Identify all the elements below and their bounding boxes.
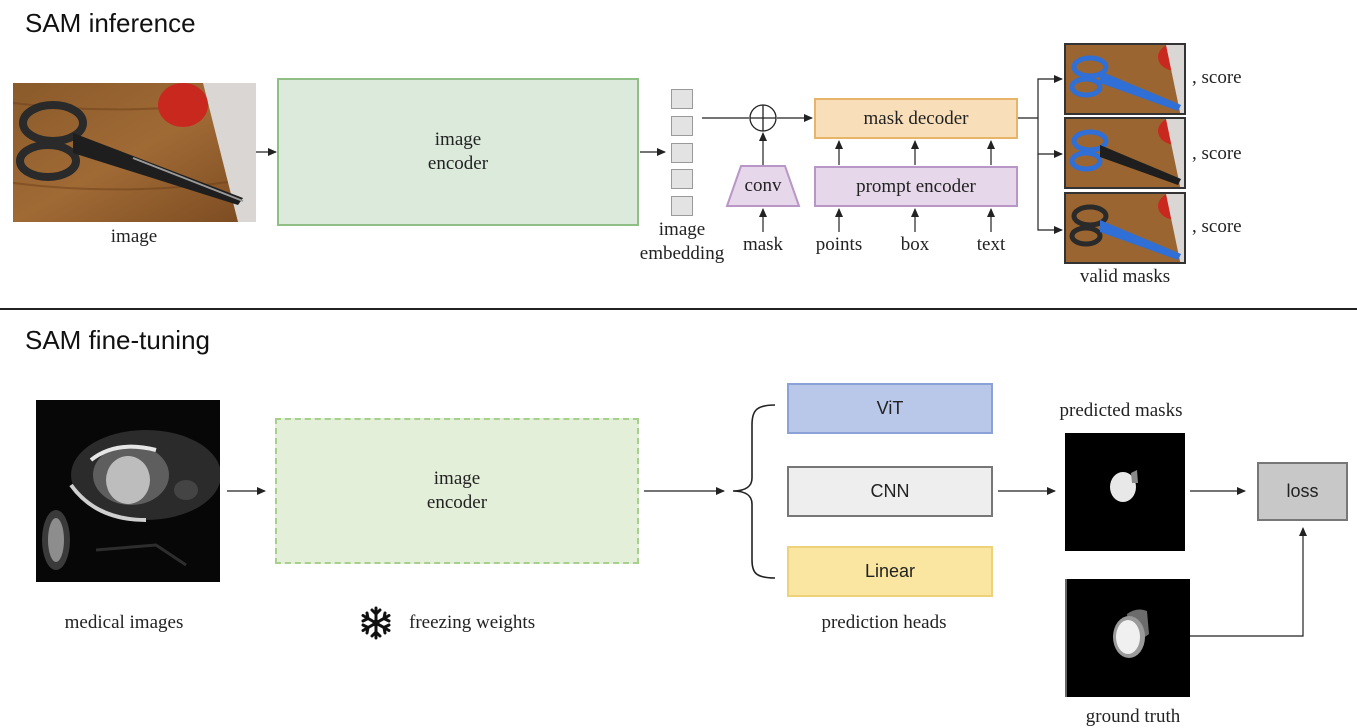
score-label-1: , score <box>1192 67 1242 88</box>
valid-mask-thumb-2 <box>1064 117 1186 189</box>
valid-mask-thumb-3 <box>1064 192 1186 264</box>
head-linear: Linear <box>787 546 993 597</box>
input-box-label: box <box>900 234 930 255</box>
ground-truth-image <box>1065 579 1190 697</box>
input-mask-label: mask <box>742 234 784 255</box>
valid-mask-thumb-1 <box>1064 43 1186 115</box>
mask-decoder: mask decoder <box>814 98 1018 139</box>
embedding-cell <box>671 143 693 163</box>
prediction-heads-label: prediction heads <box>821 612 947 633</box>
embedding-cell <box>671 116 693 136</box>
score-label-2: , score <box>1192 143 1242 164</box>
arrow-to-mask-2 <box>1037 118 1063 158</box>
embedding-label: image embedding <box>639 219 725 264</box>
head-vit: ViT <box>787 383 993 434</box>
ground-truth-label: ground truth <box>1085 706 1181 727</box>
section-divider <box>0 308 1357 310</box>
predicted-mask-image <box>1065 433 1185 551</box>
embedding-cell <box>671 169 693 189</box>
embedding-cell <box>671 89 693 109</box>
input-text-label: text <box>976 234 1006 255</box>
inference-title: SAM inference <box>25 8 196 38</box>
freezing-weights-label: freezing weights <box>409 612 536 633</box>
prompt-encoder: prompt encoder <box>814 166 1018 207</box>
input-points-label: points <box>815 234 863 255</box>
score-label-3: , score <box>1192 216 1242 237</box>
arrow-to-mask-1 <box>1037 75 1063 118</box>
medical-image <box>36 400 220 582</box>
valid-masks-label: valid masks <box>1079 266 1171 287</box>
arrow-to-mask-3 <box>1037 154 1063 234</box>
heads-brace <box>732 404 776 579</box>
arrow-gt-to-loss <box>1190 527 1307 637</box>
snowflake-icon <box>361 606 391 640</box>
scissors-photo <box>13 83 256 222</box>
head-cnn: CNN <box>787 466 993 517</box>
finetuning-title: SAM fine-tuning <box>25 325 210 355</box>
loss-box: loss <box>1257 462 1348 521</box>
image-label: image <box>110 226 158 247</box>
predicted-masks-label: predicted masks <box>1059 400 1183 421</box>
inference-image-encoder: image encoder <box>277 78 639 226</box>
medical-images-label: medical images <box>64 612 184 633</box>
conv-label: conv <box>744 175 782 196</box>
finetuning-image-encoder: image encoder <box>275 418 639 564</box>
input-image <box>13 83 256 222</box>
embedding-cell <box>671 196 693 216</box>
